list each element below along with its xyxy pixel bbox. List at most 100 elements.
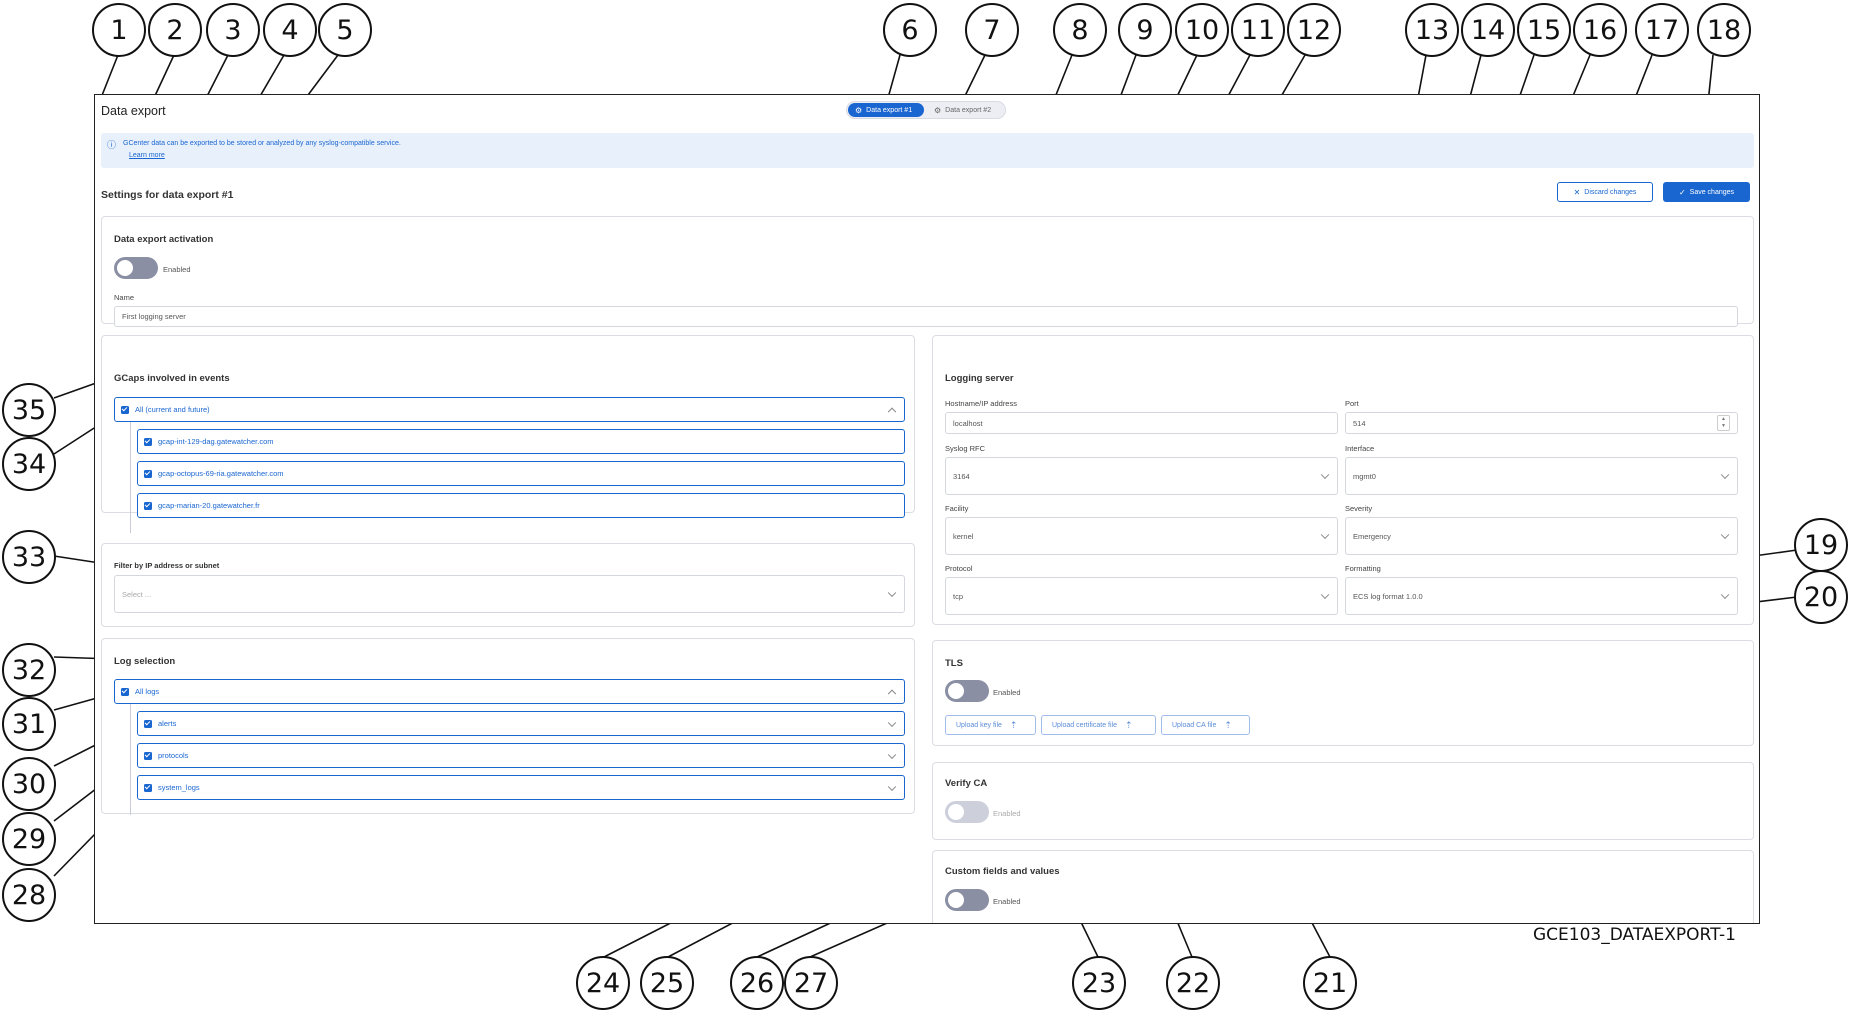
protocol-select[interactable]: tcp: [945, 577, 1338, 615]
facility-select[interactable]: kernel: [945, 517, 1338, 555]
callout-15: 15: [1517, 3, 1571, 57]
upload-icon: ⇡: [1124, 719, 1133, 730]
checkbox-icon[interactable]: [144, 783, 152, 792]
log-item[interactable]: system_logs: [137, 775, 905, 800]
callout-14: 14: [1461, 3, 1515, 57]
tree-line: [130, 704, 131, 815]
gcap-item-label: gcap-int-129-dag.gatewatcher.com: [158, 437, 274, 446]
callout-21: 21: [1303, 956, 1357, 1010]
callout-33: 33: [2, 530, 56, 584]
custom-fields-title: Custom fields and values: [945, 866, 1060, 877]
check-icon: ✓: [1678, 187, 1686, 197]
gcap-item[interactable]: gcap-octopus-69-ria.gatewatcher.com: [137, 461, 905, 486]
callout-22: 22: [1166, 956, 1220, 1010]
tls-panel: [932, 640, 1754, 746]
data-export-toggle[interactable]: [114, 257, 158, 279]
upload-ca-button[interactable]: Upload CA file⇡: [1161, 715, 1250, 735]
callout-12: 12: [1287, 3, 1341, 57]
toggle-label: Enabled: [163, 265, 191, 274]
gcaps-all-select[interactable]: All (current and future): [114, 397, 905, 422]
data-export-screen: Data export ⚙Data export #1 ⚙Data export…: [94, 94, 1760, 924]
tree-line: [130, 422, 131, 533]
upload-icon: ⇡: [1224, 719, 1232, 730]
hostname-input[interactable]: localhost: [945, 412, 1338, 434]
upload-key-label: Upload key file: [956, 721, 1002, 729]
upload-key-button[interactable]: Upload key file⇡: [945, 715, 1036, 735]
tls-toggle[interactable]: [945, 680, 989, 702]
gcap-item[interactable]: gcap-int-129-dag.gatewatcher.com: [137, 429, 905, 454]
tls-title: TLS: [945, 658, 963, 669]
checkbox-icon[interactable]: [121, 405, 129, 414]
formatting-select[interactable]: ECS log format 1.0.0: [1345, 577, 1738, 615]
callout-11: 11: [1231, 3, 1285, 57]
callout-4: 4: [263, 3, 317, 57]
logs-all-label: All logs: [135, 687, 160, 696]
discard-changes-button[interactable]: ✕Discard changes: [1557, 182, 1653, 202]
tab-label: Data export #2: [945, 106, 992, 114]
logs-all-select[interactable]: All logs: [114, 679, 905, 704]
info-banner: ⓘ GCenter data can be exported to be sto…: [101, 133, 1754, 168]
tab-data-export-2[interactable]: ⚙Data export #2: [929, 103, 1005, 117]
discard-label: Discard changes: [1584, 188, 1637, 196]
callout-32: 32: [2, 643, 56, 697]
checkbox-icon[interactable]: [144, 469, 152, 478]
callout-9: 9: [1118, 3, 1172, 57]
callout-7: 7: [965, 3, 1019, 57]
activation-title: Data export activation: [114, 234, 214, 245]
callout-34: 34: [2, 437, 56, 491]
learn-more-link[interactable]: Learn more: [129, 152, 165, 159]
callout-28: 28: [2, 868, 56, 922]
log-item-label: protocols: [158, 751, 189, 760]
info-icon: ⓘ: [107, 140, 117, 150]
save-changes-button[interactable]: ✓Save changes: [1663, 182, 1750, 202]
verify-ca-toggle[interactable]: [945, 801, 989, 823]
port-label: Port: [1345, 399, 1359, 408]
checkbox-icon[interactable]: [144, 501, 152, 510]
tab-data-export-1[interactable]: ⚙Data export #1: [848, 103, 924, 117]
syslog-rfc-select[interactable]: 3164: [945, 457, 1338, 495]
callout-35: 35: [2, 383, 56, 437]
filter-placeholder: Select ...: [122, 589, 152, 599]
filter-label: Filter by IP address or subnet: [114, 561, 220, 570]
port-input[interactable]: 514 ▲▼: [1345, 412, 1738, 434]
log-selection-title: Log selection: [114, 656, 176, 667]
log-item-label: alerts: [158, 719, 177, 728]
callout-1: 1: [92, 3, 146, 57]
gcaps-title: GCaps involved in events: [114, 373, 230, 384]
filter-select[interactable]: Select ...: [114, 575, 905, 613]
port-stepper[interactable]: ▲▼: [1717, 415, 1730, 431]
upload-certificate-button[interactable]: Upload certificate file⇡: [1041, 715, 1156, 735]
custom-fields-panel: [932, 850, 1754, 923]
page-title: Data export: [101, 104, 166, 118]
callout-5: 5: [318, 3, 372, 57]
formatting-value: ECS log format 1.0.0: [1353, 591, 1423, 601]
info-text: GCenter data can be exported to be store…: [123, 140, 401, 147]
name-input[interactable]: First logging server: [114, 306, 1738, 327]
tab-label: Data export #1: [866, 106, 913, 114]
verify-ca-panel: [932, 762, 1754, 840]
gcap-item-label: gcap-marian-20.gatewatcher.fr: [158, 501, 260, 510]
log-item-label: system_logs: [158, 783, 200, 792]
callout-24: 24: [576, 956, 630, 1010]
checkbox-icon[interactable]: [121, 687, 129, 696]
interface-select[interactable]: mgmt0: [1345, 457, 1738, 495]
custom-fields-toggle[interactable]: [945, 889, 989, 911]
callout-23: 23: [1072, 956, 1126, 1010]
checkbox-icon[interactable]: [144, 437, 152, 446]
figure-caption: GCE103_DATAEXPORT-1: [1533, 925, 1736, 945]
callout-17: 17: [1635, 3, 1689, 57]
severity-value: Emergency: [1353, 531, 1391, 541]
checkbox-icon[interactable]: [144, 719, 152, 728]
callout-31: 31: [2, 697, 56, 751]
checkbox-icon[interactable]: [144, 751, 152, 760]
callout-10: 10: [1175, 3, 1229, 57]
facility-value: kernel: [953, 531, 974, 541]
close-icon: ✕: [1573, 187, 1581, 197]
callout-6: 6: [883, 3, 937, 57]
gcap-item[interactable]: gcap-marian-20.gatewatcher.fr: [137, 493, 905, 518]
log-item[interactable]: protocols: [137, 743, 905, 768]
log-item[interactable]: alerts: [137, 711, 905, 736]
verify-ca-title: Verify CA: [945, 778, 988, 789]
protocol-value: tcp: [953, 591, 964, 601]
severity-select[interactable]: Emergency: [1345, 517, 1738, 555]
